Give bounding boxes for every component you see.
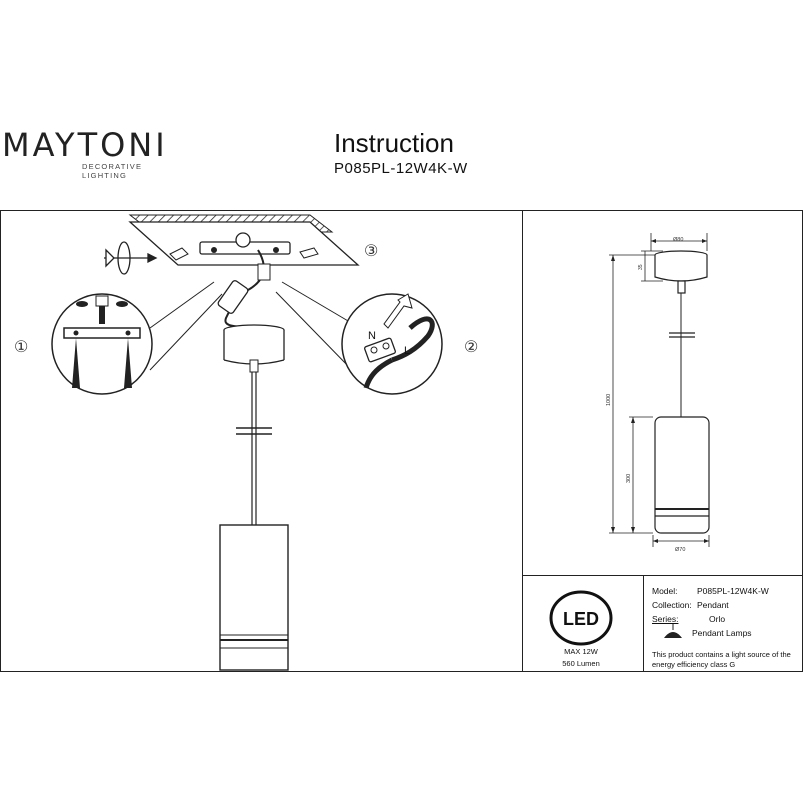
brand-logo: MAYTONI DECORATIVE LIGHTING xyxy=(2,128,182,180)
detail-circle-wiring xyxy=(341,293,443,395)
pendant-lamp-icon xyxy=(664,624,682,638)
spec-series: Series: Orlo xyxy=(652,614,725,624)
live-label: L xyxy=(404,345,410,357)
power-rating: MAX 12W xyxy=(564,647,598,656)
dim-canopy xyxy=(654,250,708,294)
spec-model-label: Model: xyxy=(652,586,678,596)
cable-connector xyxy=(257,263,271,281)
energy-note-line2: energy efficiency class G xyxy=(652,660,736,669)
led-label: LED xyxy=(563,609,599,629)
document-title: Instruction xyxy=(334,128,454,158)
info-divider xyxy=(522,575,803,576)
lamp-shade xyxy=(219,524,289,671)
neutral-label: N xyxy=(368,330,376,342)
callout-line-2 xyxy=(281,281,361,329)
canopy-diameter: Ø80 xyxy=(673,237,683,243)
dimension-drawing: Ø80 35 1000 300 Ø70 xyxy=(606,233,710,553)
step-3-label: ③ xyxy=(364,243,378,260)
document-model: P085PL-12W4K-W xyxy=(334,160,468,177)
canopy xyxy=(223,324,285,373)
step-1-label: ① xyxy=(14,339,28,356)
lumen-rating: 560 Lumen xyxy=(562,659,600,668)
brand-tagline: DECORATIVE LIGHTING xyxy=(82,162,143,180)
spec-type: Pendant Lamps xyxy=(692,628,752,638)
dim-shade xyxy=(654,416,710,534)
detail-circle-bracket xyxy=(51,293,153,395)
shade-height: 300 xyxy=(626,474,632,483)
spec-collection: Collection: Pendant xyxy=(652,600,729,610)
spec-model: Model: P085PL-12W4K-W xyxy=(652,586,769,596)
shade-diameter: Ø70 xyxy=(675,547,685,553)
instruction-frame xyxy=(0,210,803,672)
total-height: 1000 xyxy=(606,394,612,406)
spec-series-value: Orlo xyxy=(709,614,726,624)
led-badge: LED xyxy=(549,590,613,646)
panel-divider xyxy=(522,210,523,672)
spec-model-value: P085PL-12W4K-W xyxy=(697,586,769,596)
rotate-icon xyxy=(104,241,158,275)
spec-collection-value: Pendant xyxy=(697,600,729,610)
callout-line-1 xyxy=(149,281,215,329)
info-column-divider xyxy=(643,575,644,672)
energy-note-line1: This product contains a light source of … xyxy=(652,650,791,659)
spec-collection-label: Collection: xyxy=(652,600,692,610)
terminal-block xyxy=(217,280,249,314)
step-2-label: ② xyxy=(464,339,478,356)
mounting-bracket xyxy=(169,232,319,261)
spec-series-label: Series: xyxy=(652,614,679,624)
installation-diagram: N L ① ② ③ xyxy=(14,214,478,671)
brand-name: MAYTONI xyxy=(2,126,168,164)
canopy-height: 35 xyxy=(638,264,644,270)
